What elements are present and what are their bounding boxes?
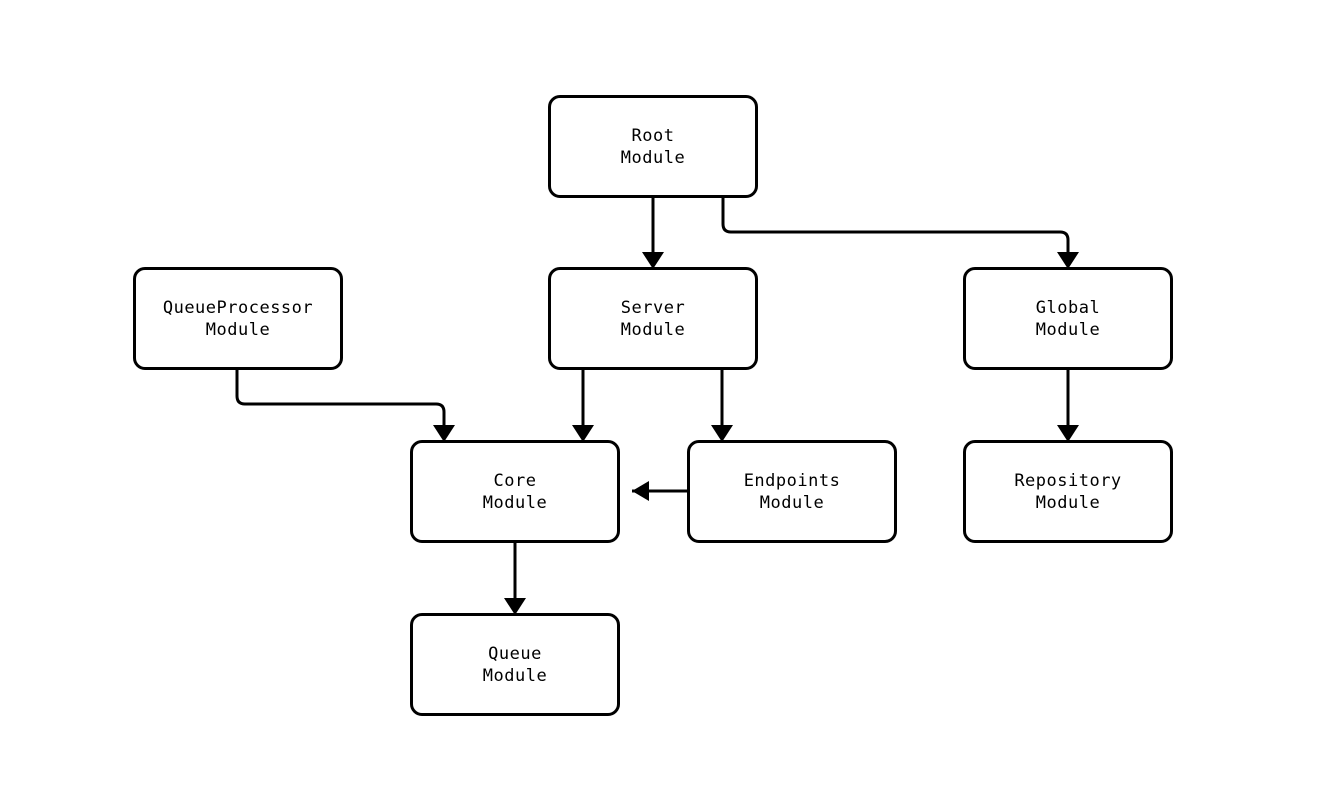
arrowhead-endpoints-to-core — [632, 481, 649, 501]
node-core-name: Core — [493, 470, 537, 491]
edge-paths — [235, 198, 1070, 602]
node-endpoints-name: Endpoints — [743, 470, 841, 491]
node-repository-name: Repository — [1014, 470, 1122, 491]
node-queueprocessor-kind: Module — [205, 319, 271, 340]
edge-root-to-global — [721, 198, 1070, 256]
node-endpoints-kind: Module — [759, 492, 825, 513]
node-server-name: Server — [620, 297, 686, 318]
node-root-kind: Module — [620, 147, 686, 168]
node-repository-kind: Module — [1035, 492, 1101, 513]
node-core-kind: Module — [482, 492, 548, 513]
node-queue-name: Queue — [488, 643, 542, 664]
node-global-kind: Module — [1035, 319, 1101, 340]
edge-queueprocessor-to-core — [235, 370, 446, 429]
node-global-name: Global — [1035, 297, 1101, 318]
node-queueprocessor-name: QueueProcessor — [162, 297, 314, 318]
node-queue-kind: Module — [482, 665, 548, 686]
node-server-kind: Module — [620, 319, 686, 340]
node-root-name: Root — [631, 125, 675, 146]
